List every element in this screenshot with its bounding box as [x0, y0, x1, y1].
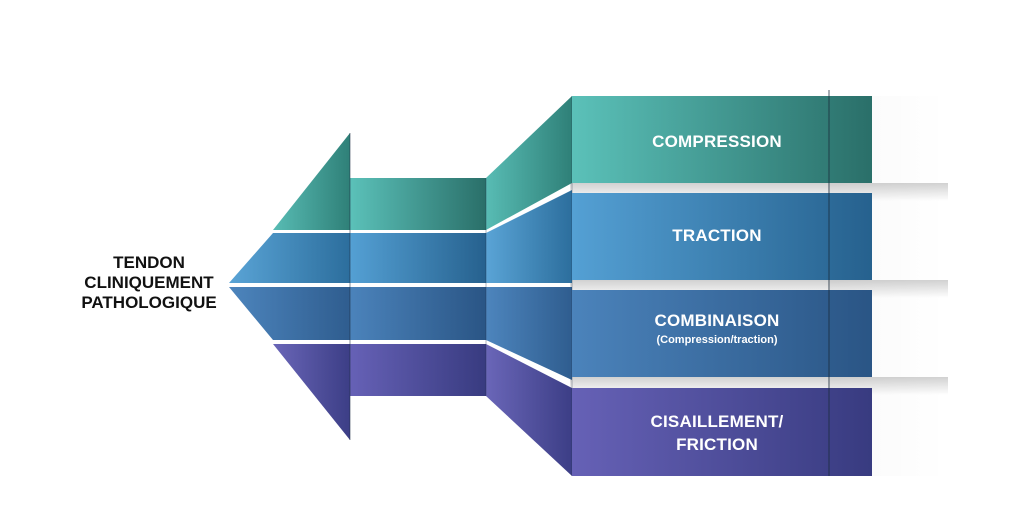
band-combinaison [572, 290, 872, 377]
band-traction [572, 193, 872, 280]
cisaillement-label: CISAILLEMENT/ [651, 412, 784, 431]
band-cisaillement [572, 388, 872, 476]
traction-label: TRACTION [672, 226, 761, 245]
source-label-line-1: TENDON [113, 253, 185, 272]
compression-label: COMPRESSION [652, 132, 782, 151]
band-compression [572, 96, 872, 183]
arrow-row-compression [273, 96, 572, 230]
source-label-line-2: CLINIQUEMENT [84, 273, 214, 292]
arrow-row-traction [229, 190, 572, 283]
combinaison-label: COMBINAISON [655, 311, 780, 330]
friction-label: FRICTION [676, 435, 758, 454]
arrow-row-cisaillement [273, 344, 572, 476]
combinaison-sublabel: (Compression/traction) [656, 334, 777, 346]
source-label-line-3: PATHOLOGIQUE [81, 293, 216, 312]
arrow-row-combinaison [229, 287, 572, 380]
